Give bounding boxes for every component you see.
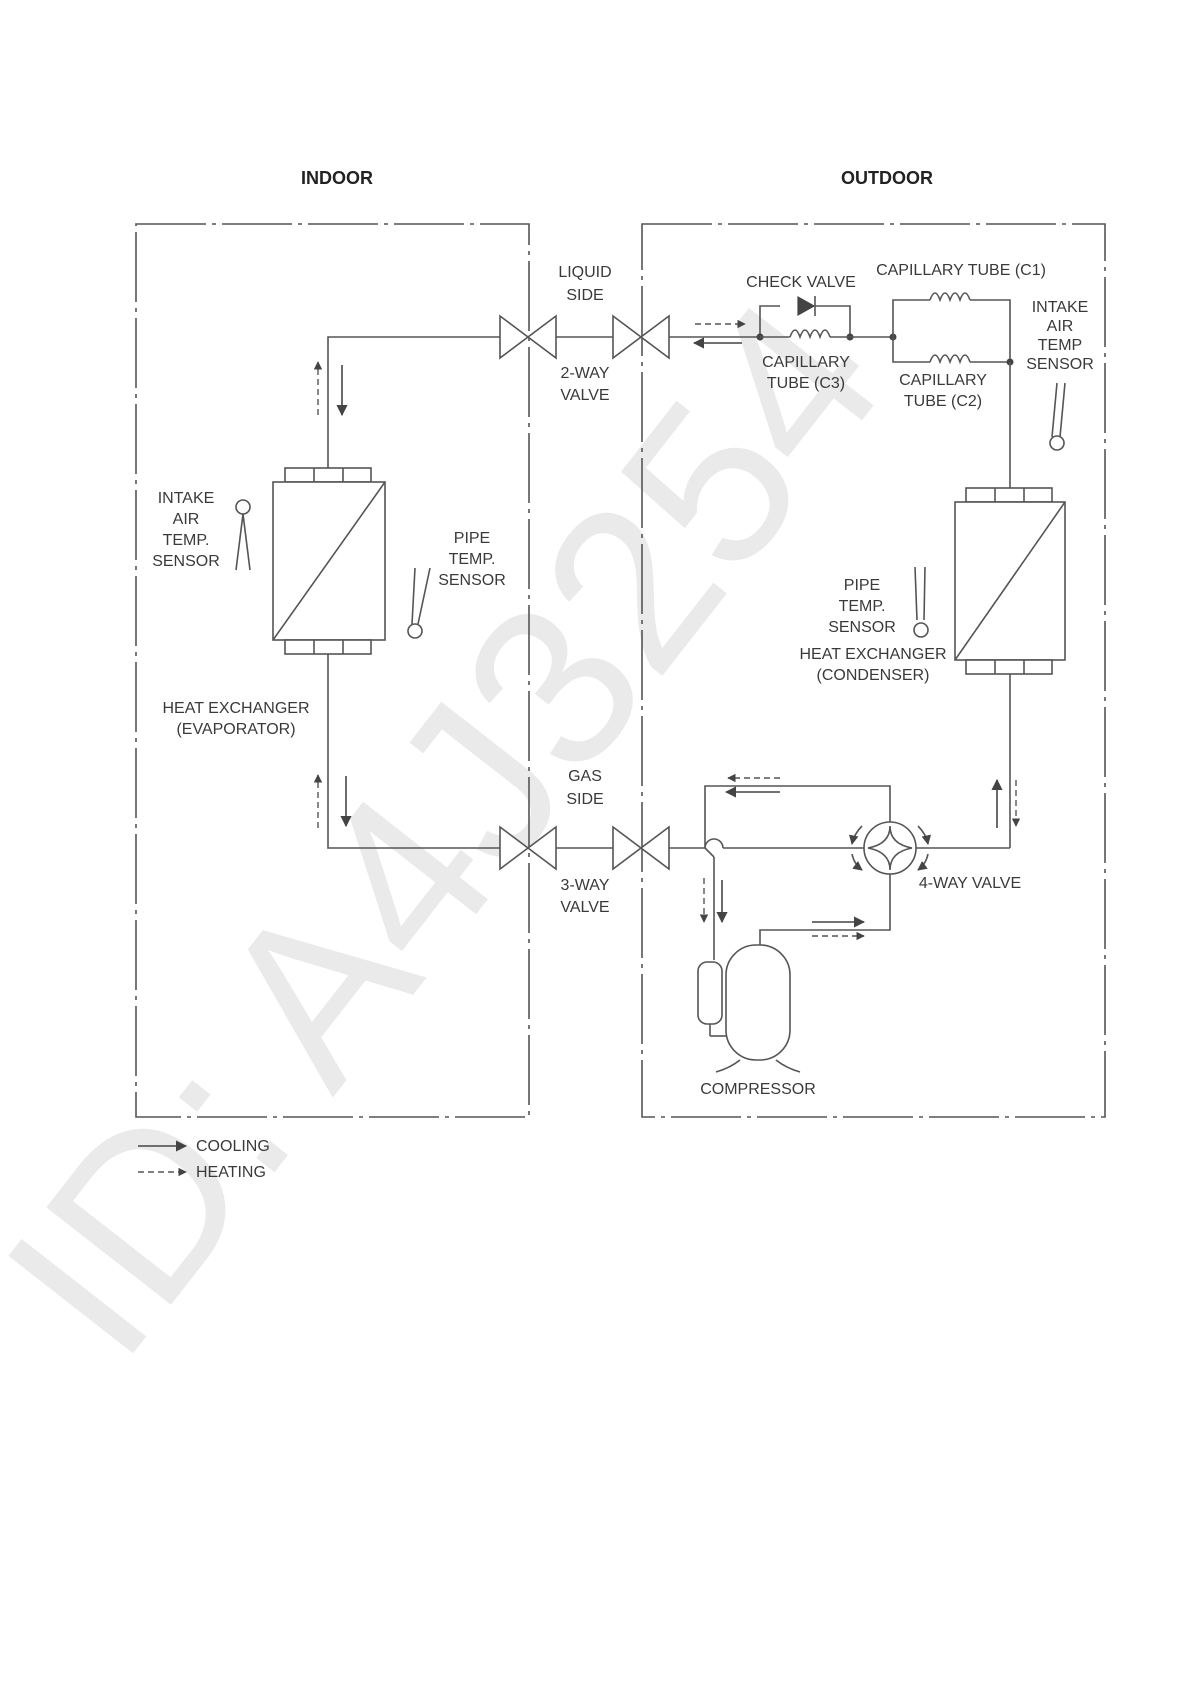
evaporator-heat-exchanger xyxy=(272,467,386,655)
outdoor-intake-label-4: SENSOR xyxy=(1026,356,1094,373)
evaporator-label-2: (EVAPORATOR) xyxy=(176,721,295,738)
three-way-valve-label-2: VALVE xyxy=(560,899,609,916)
liquid-side-valves xyxy=(499,314,760,360)
condenser-heat-exchanger xyxy=(954,487,1066,675)
capillary-c1-label: CAPILLARY TUBE (C1) xyxy=(876,262,1046,279)
indoor-flow-arrows xyxy=(313,361,352,828)
four-way-valve-label: 4-WAY VALVE xyxy=(919,875,1021,892)
evaporator-label-1: HEAT EXCHANGER xyxy=(163,700,310,717)
outdoor-pipe-label-1: PIPE xyxy=(844,577,880,594)
condenser-label-1: HEAT EXCHANGER xyxy=(800,646,947,663)
condenser-label-2: (CONDENSER) xyxy=(817,667,930,684)
gas-line-piping xyxy=(669,674,1011,960)
check-valve-label: CHECK VALVE xyxy=(746,274,856,291)
gas-side-label-1: GAS xyxy=(568,768,602,785)
capillary-c2-label-1: CAPILLARY xyxy=(899,372,987,389)
indoor-intake-label-4: SENSOR xyxy=(152,553,220,570)
indoor-pipe-label-1: PIPE xyxy=(454,530,490,547)
indoor-unit-boundary xyxy=(135,223,530,1118)
indoor-header: INDOOR xyxy=(301,168,373,188)
capillary-c3-label-2: TUBE (C3) xyxy=(767,375,845,392)
liquid-side-label-1: LIQUID xyxy=(558,264,611,281)
indoor-pipe-label-3: SENSOR xyxy=(438,572,506,589)
capillary-c2-label-2: TUBE (C2) xyxy=(904,393,982,410)
legend: COOLING HEATING xyxy=(138,1138,270,1181)
two-way-valve-label-1: 2-WAY xyxy=(561,365,610,382)
four-way-valve xyxy=(848,821,932,875)
outdoor-unit-boundary xyxy=(641,223,1106,1118)
gas-side-label-2: SIDE xyxy=(566,791,603,808)
indoor-pipe-temp-sensor xyxy=(407,567,431,639)
indoor-intake-label-3: TEMP. xyxy=(163,532,210,549)
liquid-line-flow-arrows xyxy=(692,319,746,349)
outdoor-pipe-temp-sensor xyxy=(913,566,929,638)
three-way-valve-label-1: 3-WAY xyxy=(561,877,610,894)
indoor-piping xyxy=(327,336,500,849)
outdoor-intake-air-sensor xyxy=(1049,382,1066,451)
compressor-unit xyxy=(697,944,801,1073)
liquid-side-label-2: SIDE xyxy=(566,287,603,304)
capillary-tubes-c1-c2 xyxy=(850,292,1014,492)
legend-heating-label: HEATING xyxy=(196,1164,266,1181)
outdoor-header: OUTDOOR xyxy=(841,168,933,188)
outdoor-pipe-label-2: TEMP. xyxy=(839,598,886,615)
outdoor-gas-flow-arrows xyxy=(699,773,1021,941)
outdoor-pipe-label-3: SENSOR xyxy=(828,619,896,636)
outdoor-intake-label-2: AIR xyxy=(1047,318,1074,335)
legend-cooling-label: COOLING xyxy=(196,1138,270,1155)
compressor-label: COMPRESSOR xyxy=(700,1081,816,1098)
outdoor-intake-label-3: TEMP xyxy=(1038,337,1082,354)
gas-side-valves xyxy=(499,825,670,871)
check-valve-assembly xyxy=(756,295,854,341)
watermark: ID: A4J3254 xyxy=(0,254,930,1400)
indoor-intake-air-sensor xyxy=(235,499,251,571)
outdoor-intake-label-1: INTAKE xyxy=(1032,299,1089,316)
indoor-intake-label-2: AIR xyxy=(173,511,200,528)
two-way-valve-label-2: VALVE xyxy=(560,387,609,404)
indoor-intake-label-1: INTAKE xyxy=(158,490,215,507)
capillary-c3-label-1: CAPILLARY xyxy=(762,354,850,371)
indoor-pipe-label-2: TEMP. xyxy=(449,551,496,568)
watermark-text: ID: A4J3254 xyxy=(0,254,930,1400)
